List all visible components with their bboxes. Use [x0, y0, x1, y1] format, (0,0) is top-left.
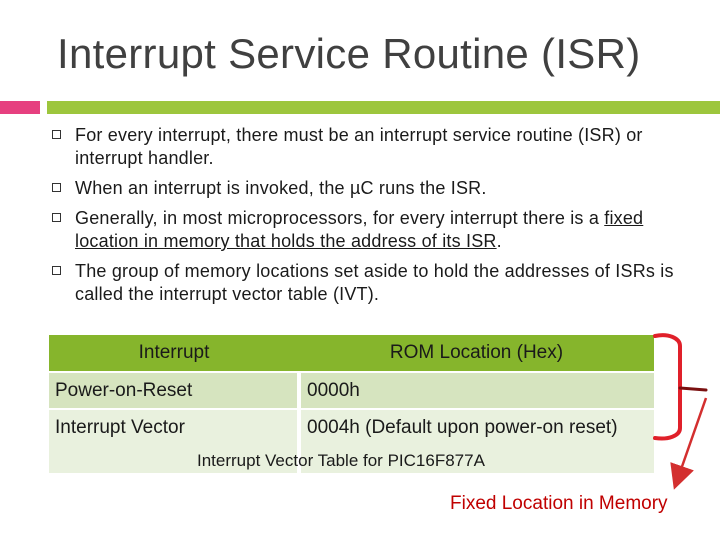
- table-cell-interrupt: Power-on-Reset: [49, 371, 301, 410]
- fixed-location-label: Fixed Location in Memory: [450, 493, 668, 514]
- bullet-text: For every interrupt, there must be an in…: [75, 125, 643, 168]
- bullet-text-underlined: fixed location in memory that holds the …: [75, 208, 644, 251]
- table-header-rom-location: ROM Location (Hex): [299, 335, 654, 372]
- bullet-text-start: Generally, in most microprocessors, for …: [75, 208, 605, 228]
- interrupt-vector-table: Interrupt ROM Location (Hex) Power-on-Re…: [49, 335, 654, 473]
- accent-bar-pink: [0, 101, 40, 114]
- square-bullet-icon: [52, 213, 61, 222]
- table-row: Power-on-Reset 0000h: [49, 371, 654, 410]
- bullet-text-end: .: [496, 231, 502, 251]
- accent-bar-green: [47, 101, 720, 114]
- bullet-item: Generally, in most microprocessors, for …: [50, 207, 690, 253]
- table-cell-rom-location: 0004h (Default upon power-on reset): [299, 409, 654, 473]
- bullet-item: For every interrupt, there must be an in…: [50, 124, 690, 170]
- bullet-item: When an interrupt is invoked, the µC run…: [50, 177, 690, 200]
- table-cell-rom-location: 0000h: [299, 371, 654, 410]
- table-caption: Interrupt Vector Table for PIC16F877A: [197, 451, 485, 470]
- square-bullet-icon: [52, 266, 61, 275]
- table-row: Interrupt Vector 0004h (Default upon pow…: [49, 409, 654, 473]
- table-cell-interrupt: Interrupt Vector: [49, 409, 301, 473]
- slide-title: Interrupt Service Routine (ISR): [57, 30, 641, 77]
- bullet-text: The group of memory locations set aside …: [75, 261, 674, 304]
- square-bullet-icon: [52, 130, 61, 139]
- bullet-list: For every interrupt, there must be an in…: [50, 124, 690, 313]
- table-header-interrupt: Interrupt: [49, 335, 299, 372]
- bullet-text: When an interrupt is invoked, the µC run…: [75, 178, 487, 198]
- arrow-to-label: [670, 397, 708, 490]
- bullet-item: The group of memory locations set aside …: [50, 260, 690, 306]
- bracket-tick: [678, 386, 708, 392]
- square-bullet-icon: [52, 183, 61, 192]
- right-bracket: [653, 333, 682, 441]
